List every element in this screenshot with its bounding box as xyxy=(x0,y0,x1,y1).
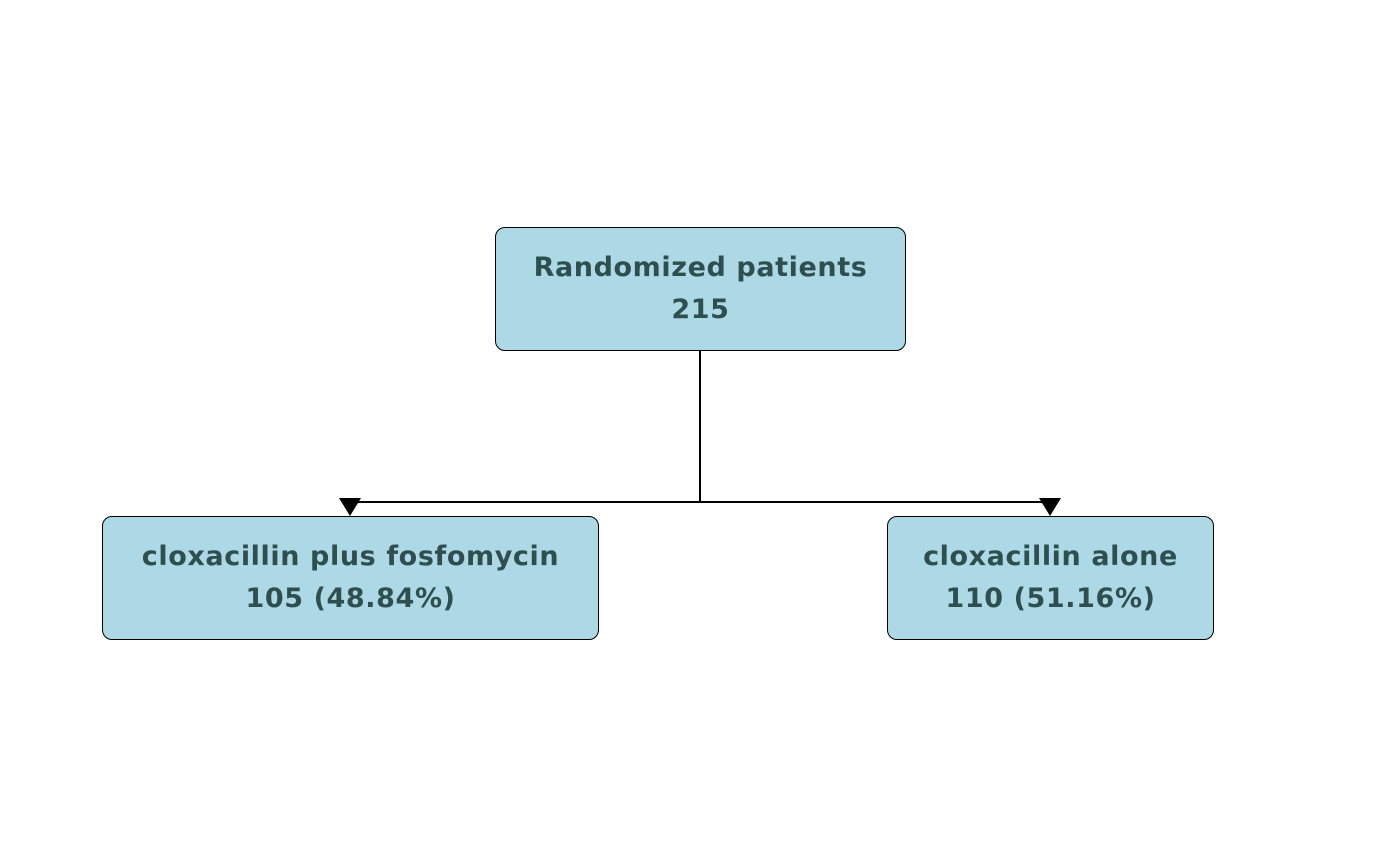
randomized-patients-label: Randomized patients xyxy=(533,252,868,283)
arm-box-cloxacillin-plus-fosfomycin: cloxacillin plus fosfomycin 105 (48.84%) xyxy=(102,516,599,640)
randomized-patients-box: Randomized patients 215 xyxy=(495,227,906,351)
arrow-head-right xyxy=(1039,498,1061,516)
arm-box-cloxacillin-alone: cloxacillin alone 110 (51.16%) xyxy=(887,516,1214,640)
arm-count: 105 (48.84%) xyxy=(245,583,456,614)
arm-count: 110 (51.16%) xyxy=(945,583,1156,614)
arm-label: cloxacillin plus fosfomycin xyxy=(141,541,560,572)
arm-label: cloxacillin alone xyxy=(923,541,1178,572)
randomized-patients-count: 215 xyxy=(671,294,730,325)
arrow-head-left xyxy=(339,498,361,516)
